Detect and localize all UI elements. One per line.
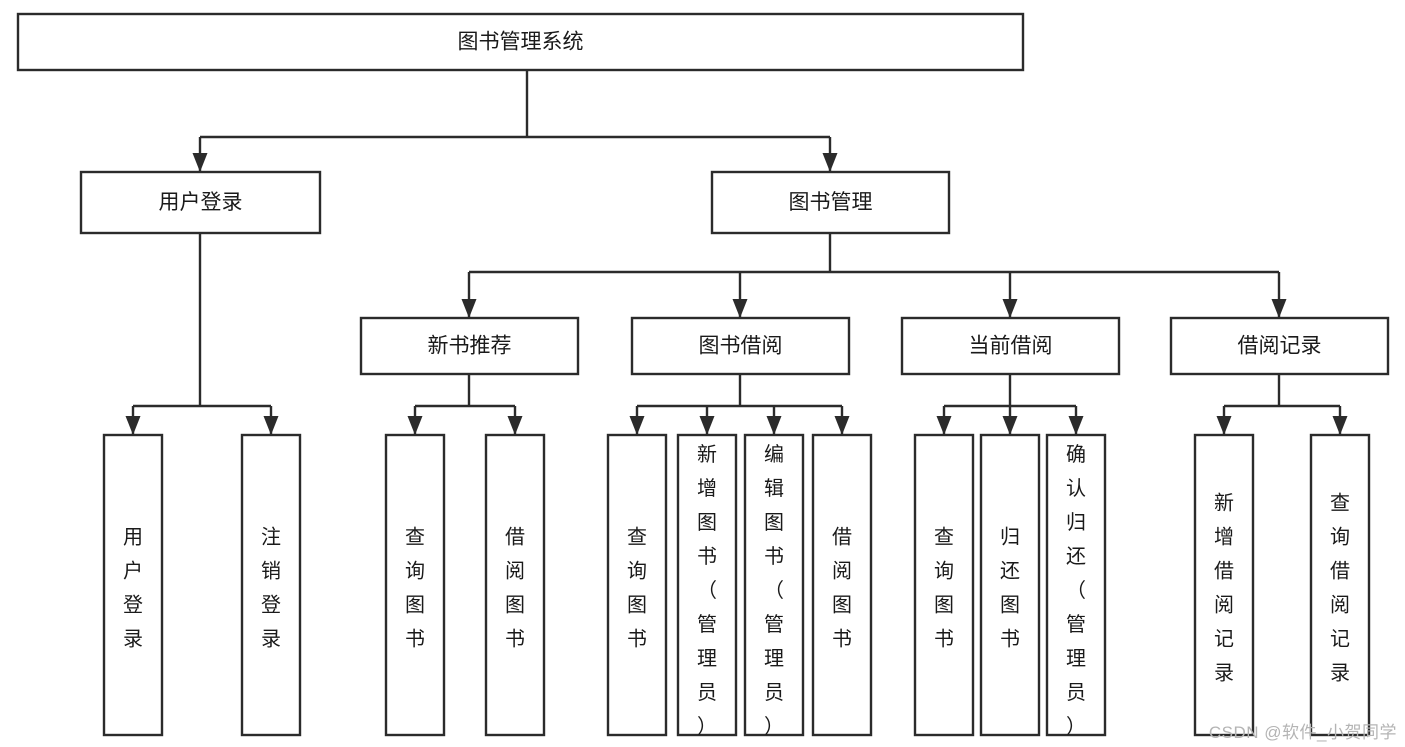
node-box[interactable]	[79, 170, 322, 235]
connector-userlogin-to-leaves	[125, 233, 279, 435]
node-label: 查询图书	[934, 526, 954, 651]
node-leaf-logout[interactable]: 注销登录	[240, 433, 302, 737]
node-leaf-borrow-book-bb[interactable]: 借阅图书	[811, 433, 873, 737]
connector-arrow-icon	[507, 416, 523, 435]
node-box[interactable]	[676, 433, 738, 737]
connector-arrow-icon	[461, 299, 477, 318]
node-box[interactable]	[630, 316, 851, 376]
connector-arrow-icon	[1332, 416, 1348, 435]
connector-borrowrecord-to-leaves	[1216, 374, 1348, 435]
node-root-root[interactable]: 图书管理系统	[16, 12, 1025, 72]
connector-arrow-icon	[699, 416, 715, 435]
connector-arrow-icon	[1002, 416, 1018, 435]
node-label: 注销登录	[261, 526, 281, 651]
node-label: 归还图书	[1000, 526, 1020, 651]
node-book-borrow[interactable]: 图书借阅	[630, 316, 851, 376]
node-label: 用户登录	[123, 527, 143, 651]
node-box[interactable]	[1309, 433, 1371, 737]
node-label: 查询图书	[405, 526, 425, 651]
connector-arrow-icon	[192, 153, 208, 172]
connector-arrow-icon	[1216, 416, 1232, 435]
node-leaf-add-borrow-record[interactable]: 新增借阅记录	[1193, 433, 1255, 737]
node-box[interactable]	[900, 316, 1121, 376]
node-label: 借阅记录	[1238, 335, 1322, 358]
connector-root-to-level2	[192, 70, 838, 172]
node-box[interactable]	[710, 170, 951, 235]
node-box[interactable]	[1045, 433, 1107, 737]
node-leaf-confirm-return[interactable]: 确认归还（管理员）	[1045, 433, 1107, 738]
node-label: 借阅图书	[505, 526, 525, 651]
node-box[interactable]	[979, 433, 1041, 737]
node-label: 图书借阅	[699, 335, 783, 358]
node-label: 编辑图书（管理员）	[764, 443, 784, 738]
node-box[interactable]	[743, 433, 805, 737]
node-label: 新增图书（管理员）	[697, 443, 717, 738]
node-leaf-edit-book-admin[interactable]: 编辑图书（管理员）	[743, 433, 805, 738]
node-leaf-query-borrow-record[interactable]: 查询借阅记录	[1309, 433, 1371, 737]
node-label: 图书管理系统	[458, 31, 584, 54]
connector-arrow-icon	[732, 299, 748, 318]
node-box[interactable]	[16, 12, 1025, 72]
node-layer: 图书管理系统用户登录图书管理新书推荐图书借阅当前借阅借阅记录用户登录注销登录查询…	[16, 12, 1390, 738]
node-leaf-query-book-cb[interactable]: 查询图书	[913, 433, 975, 737]
node-box[interactable]	[606, 433, 668, 737]
connector-bookmanage-to-level3	[461, 233, 1287, 318]
connector-arrow-icon	[125, 416, 141, 435]
node-box[interactable]	[1193, 433, 1255, 737]
connector-bookborrow-to-leaves	[629, 374, 850, 435]
connector-layer	[125, 70, 1348, 435]
connector-arrow-icon	[263, 416, 279, 435]
node-current-borrow[interactable]: 当前借阅	[900, 316, 1121, 376]
node-leaf-borrow-book-nb[interactable]: 借阅图书	[484, 433, 546, 737]
connector-arrow-icon	[936, 416, 952, 435]
node-leaf-add-book-admin[interactable]: 新增图书（管理员）	[676, 433, 738, 738]
node-label: 查询借阅记录	[1330, 492, 1350, 685]
node-leaf-user-login[interactable]: 用户登录	[102, 433, 164, 737]
connector-arrow-icon	[1271, 299, 1287, 318]
node-box[interactable]	[484, 433, 546, 737]
connector-arrow-icon	[834, 416, 850, 435]
node-label: 当前借阅	[969, 335, 1053, 358]
connector-arrow-icon	[1002, 299, 1018, 318]
node-label: 借阅图书	[832, 526, 852, 651]
node-label: 新增借阅记录	[1214, 492, 1234, 685]
node-box[interactable]	[359, 316, 580, 376]
connector-arrow-icon	[629, 416, 645, 435]
node-label: 用户登录	[159, 191, 243, 214]
node-box[interactable]	[384, 433, 446, 737]
connector-arrow-icon	[766, 416, 782, 435]
node-box[interactable]	[102, 433, 164, 737]
connector-newbook-to-leaves	[407, 374, 523, 435]
node-box[interactable]	[913, 433, 975, 737]
node-borrow-record[interactable]: 借阅记录	[1169, 316, 1390, 376]
node-label: 图书管理	[789, 191, 873, 214]
node-user-login[interactable]: 用户登录	[79, 170, 322, 235]
node-box[interactable]	[1169, 316, 1390, 376]
connector-arrow-icon	[1068, 416, 1084, 435]
node-leaf-return-book[interactable]: 归还图书	[979, 433, 1041, 737]
connector-currentborrow-to-leaves	[936, 374, 1084, 435]
node-box[interactable]	[240, 433, 302, 737]
connector-arrow-icon	[407, 416, 423, 435]
node-book-manage[interactable]: 图书管理	[710, 170, 951, 235]
node-new-book-recommend[interactable]: 新书推荐	[359, 316, 580, 376]
node-leaf-query-book-nb[interactable]: 查询图书	[384, 433, 446, 737]
node-label: 查询图书	[627, 526, 647, 651]
node-box[interactable]	[811, 433, 873, 737]
node-label: 确认归还（管理员）	[1066, 443, 1086, 738]
node-label: 新书推荐	[428, 335, 512, 358]
connector-arrow-icon	[822, 153, 838, 172]
node-leaf-query-book-bb[interactable]: 查询图书	[606, 433, 668, 737]
